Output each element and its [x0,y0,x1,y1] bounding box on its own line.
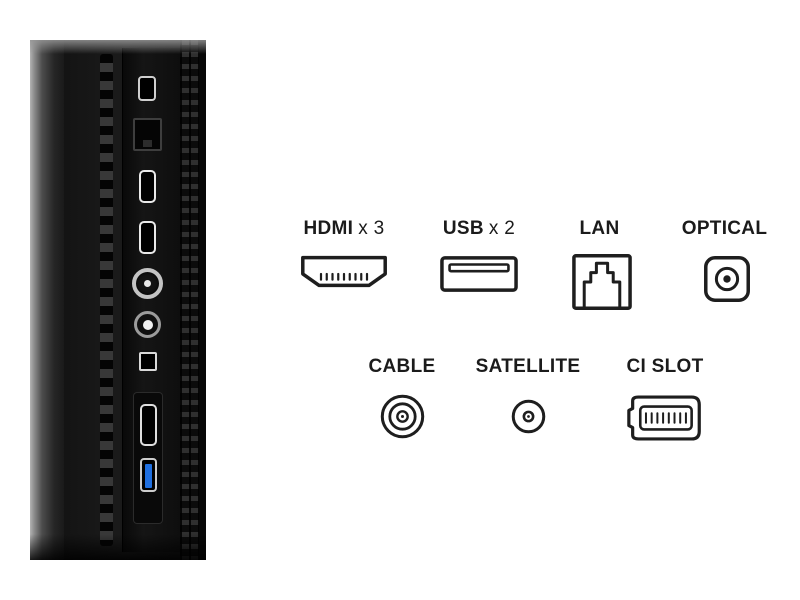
satellite-connector [134,311,161,338]
tv-side-panel [30,40,206,560]
hdmi-port-2 [139,221,156,254]
usb3-port [140,458,157,492]
optical-port [139,352,157,371]
coax-center-pin [142,319,153,330]
cable-icon [379,393,426,440]
panel-left-edge [30,40,64,560]
hdmi-port-3 [140,404,157,446]
panel-vent-strip [100,54,113,546]
optical-label: OPTICAL [681,218,768,239]
hdmi-port-1 [139,170,156,203]
lan-port [133,118,162,151]
ci-slot-label: CI SLOT [626,356,704,377]
lan-icon [571,253,633,311]
coax-center-pin [144,280,151,287]
satellite-label: SATELLITE [475,356,581,377]
lan-port-clip [143,140,152,147]
panel-top-bevel [30,40,206,54]
legend-optical: OPTICAL [672,218,782,303]
hdmi-icon [298,253,390,291]
legend-satellite: SATELLITE [473,356,583,435]
usb-icon [439,255,519,293]
usb-service-port [138,76,156,101]
legend-ci-slot: CI SLOT [610,356,720,443]
panel-bottom-shadow [30,534,206,560]
optical-icon [703,255,751,303]
cable-label: CABLE [368,356,436,377]
cable-antenna-connector [132,268,163,299]
usb3-blue-tab [145,464,152,488]
legend-lan: LAN [547,218,657,311]
legend-cable: CABLE [347,356,457,440]
panel-right-edge [199,40,206,560]
lan-label: LAN [579,218,620,239]
ci-slot-icon [626,393,704,443]
satellite-icon [510,398,547,435]
